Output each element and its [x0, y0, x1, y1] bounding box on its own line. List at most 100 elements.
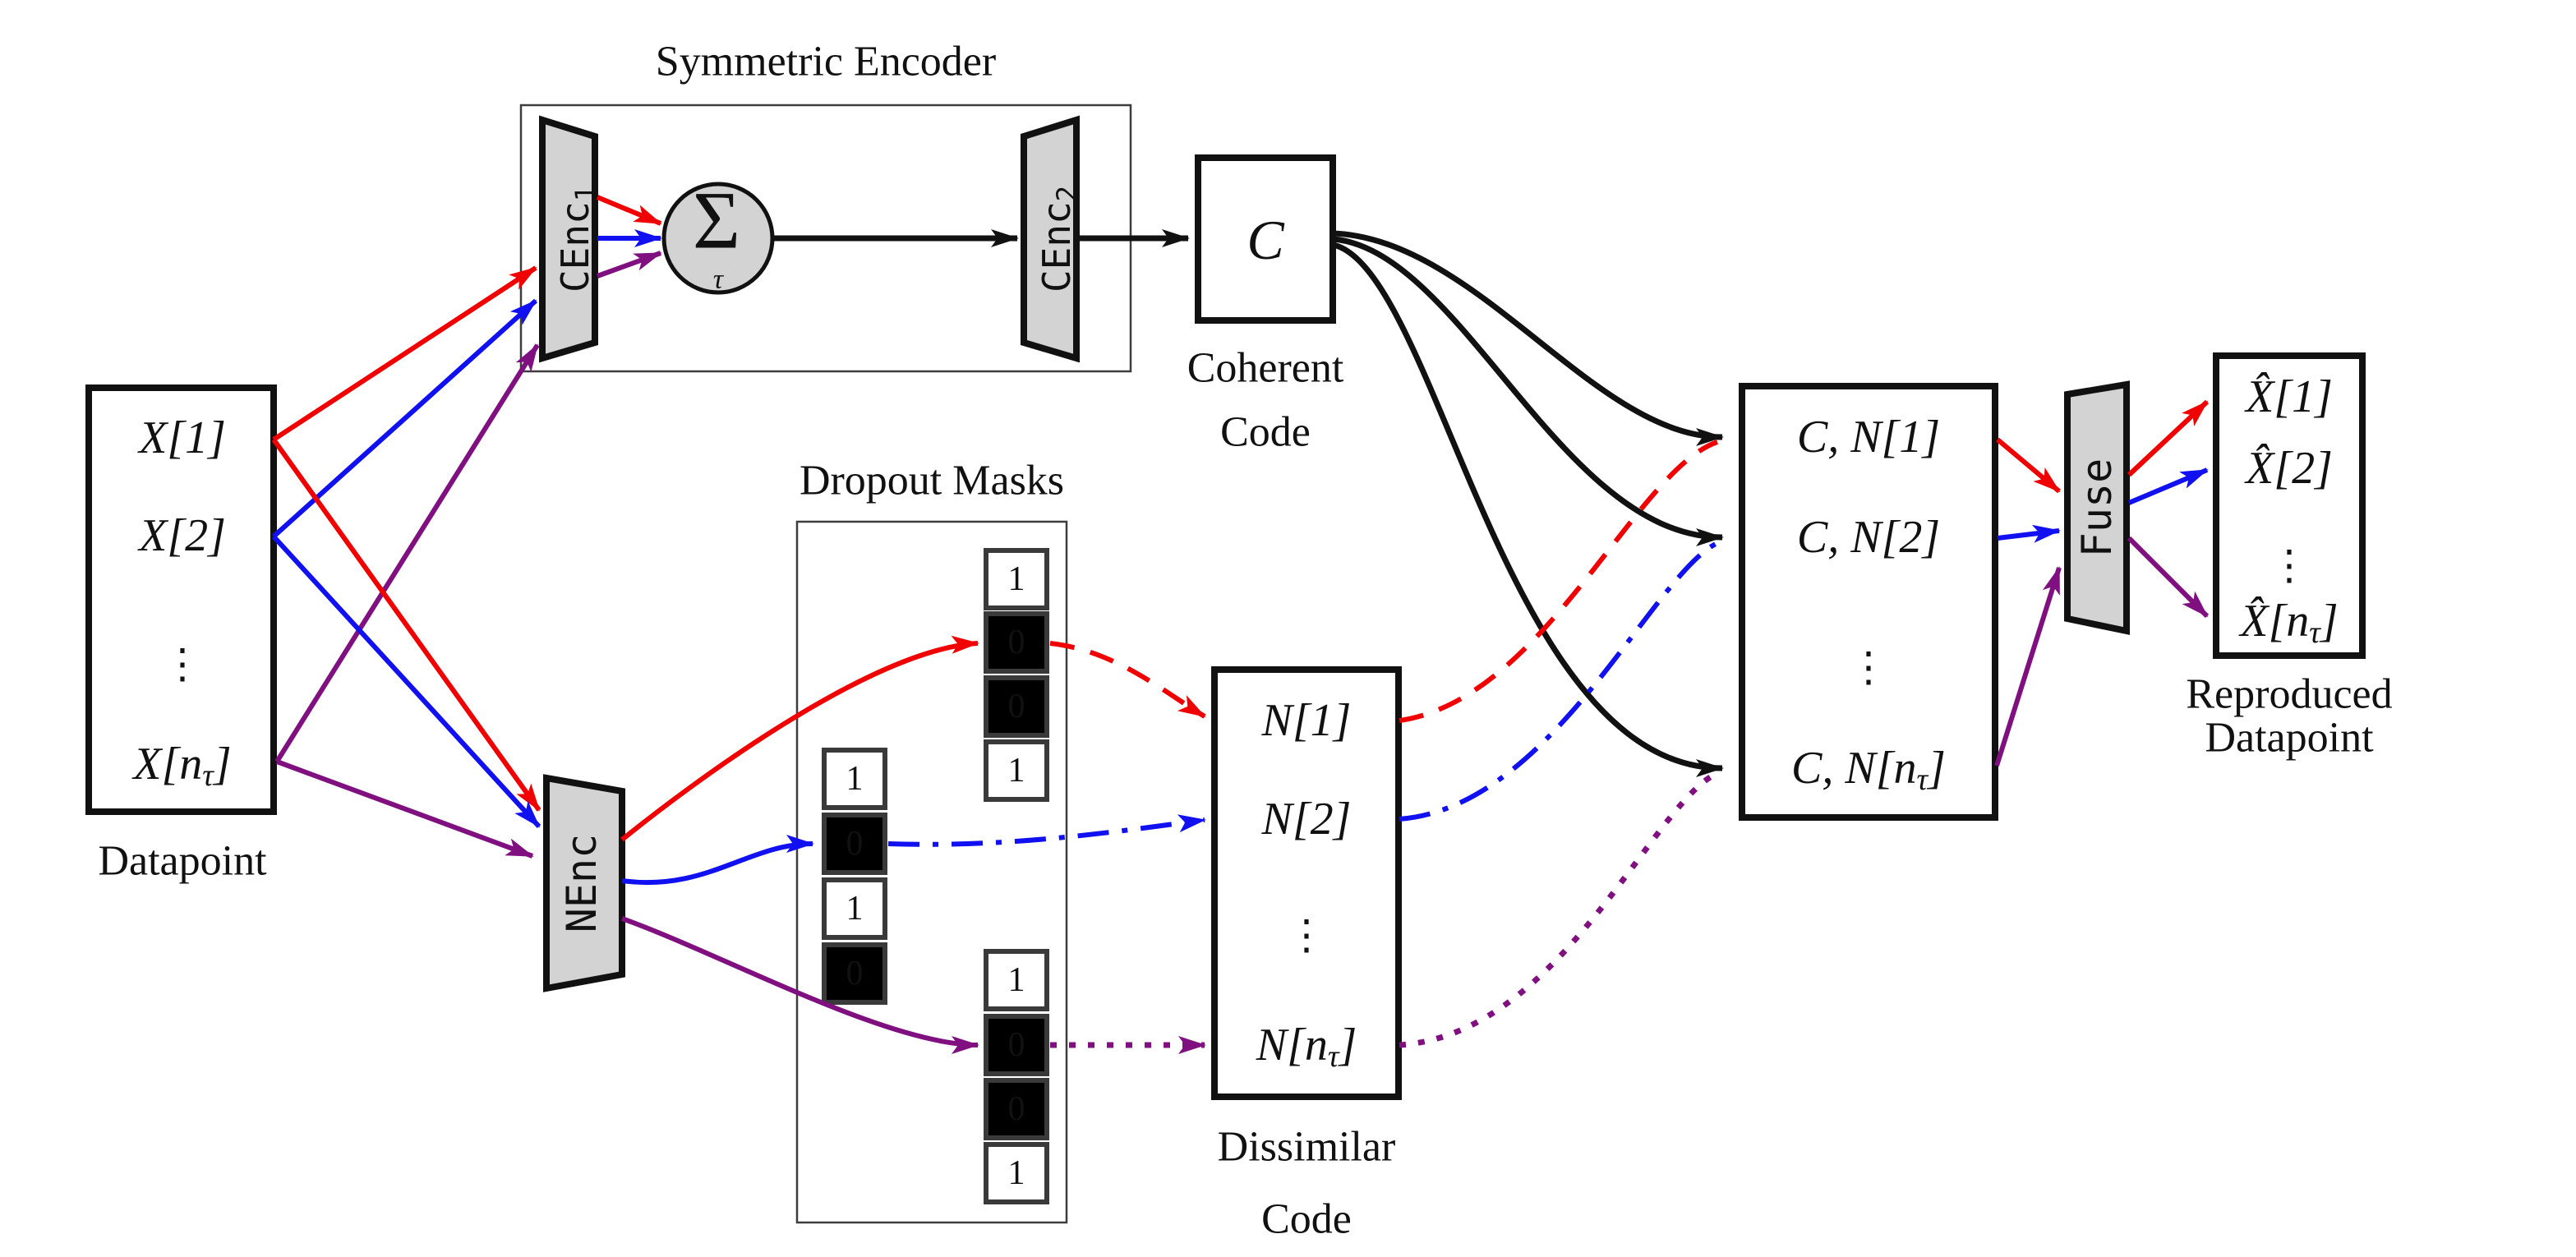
mask-cell-value: 0 [1008, 624, 1025, 661]
reproduced-caption-line1: Reproduced [2186, 671, 2392, 718]
coherent-code-box [1195, 154, 1336, 324]
fuse-label: Fuse [2073, 458, 2121, 557]
reproduced-rows: X̂[1] X̂[2] ⋮ X̂[nτ] [2238, 371, 2338, 650]
mask-cell [984, 739, 1049, 802]
reproduced-caption-line2: Datapoint [2205, 715, 2374, 762]
datapoint-box [85, 384, 277, 815]
arrow-xn-to-cenc1 [274, 343, 540, 763]
coherent-caption-line1: Coherent [1187, 345, 1344, 392]
combined-row: C, N[2] [1797, 512, 1940, 563]
mask-cell [984, 1142, 1049, 1204]
mask-cell [984, 611, 1049, 674]
mask-cell-value: 0 [1008, 1090, 1025, 1128]
reproduced-vdots: ⋮ [2269, 542, 2310, 588]
sum-sigma: Σ [693, 175, 740, 266]
reproduced-row: X̂[2] [2244, 443, 2333, 494]
mask-cell [984, 949, 1049, 1011]
nenc-trapezoid [543, 774, 625, 992]
curve-nenc-to-mask1 [620, 635, 979, 842]
reproduced-row: X̂[nτ] [2238, 596, 2338, 650]
mask-cell [822, 813, 887, 875]
arrow-x1-to-nenc [271, 438, 541, 812]
dissimilar-caption-line2: Code [1261, 1196, 1352, 1243]
mask-cell [984, 1078, 1049, 1140]
dropout-masks-box [795, 520, 1068, 1224]
dissimilar-row: N[1] [1261, 695, 1352, 746]
datapoint-row: X[1] [137, 412, 226, 463]
mask-cell [984, 675, 1049, 738]
arrow-row2-to-fuse [1997, 524, 2061, 543]
cenc1-trapezoid [539, 115, 598, 363]
combined-row: C, N[nτ] [1791, 743, 1946, 797]
mask-cell-value: 0 [846, 825, 864, 863]
combined-row: C, N[1] [1797, 412, 1940, 463]
sum-tau-subscript: τ [713, 265, 725, 295]
dotted-nn-to-combined [1399, 770, 1719, 1048]
mask-cell-value: 1 [1008, 752, 1025, 790]
cenc2-trapezoid [1021, 115, 1080, 363]
coherent-code-symbol: C [1247, 209, 1284, 271]
symmetric-encoder-title: Symmetric Encoder [656, 39, 996, 85]
cenc1-label: CEnc1 [553, 186, 601, 292]
reproduced-datapoint-box [2213, 352, 2366, 659]
mask-cell-value: 1 [1008, 1154, 1025, 1192]
mask-cell [822, 942, 887, 1005]
mask-column-3: 1 0 0 1 [984, 949, 1049, 1204]
arrow-xn-to-nenc [275, 759, 534, 859]
reproduced-row: X̂[1] [2244, 371, 2333, 422]
arrow-cenc1-to-sum-purple [596, 251, 662, 279]
combined-rows: C, N[1] C, N[2] ⋮ C, N[nτ] [1791, 412, 1946, 797]
coherent-caption-line2: Code [1220, 409, 1311, 456]
dashdot-n2-to-combined [1399, 541, 1719, 822]
mask-column-1: 1 0 0 1 [984, 548, 1049, 802]
arrow-rown-to-fuse [1994, 566, 2062, 767]
arrow-row1-to-fuse [1996, 437, 2061, 494]
datapoint-row: X[nτ] [131, 739, 231, 793]
dissimilar-row: N[nτ] [1256, 1020, 1357, 1074]
arrow-fuse-to-xhat1 [2127, 399, 2210, 477]
datapoint-row: X[2] [137, 510, 226, 561]
datapoint-caption: Datapoint [98, 838, 267, 885]
dissimilar-row: N[2] [1261, 794, 1352, 845]
combined-vdots: ⋮ [1848, 644, 1889, 690]
dashed-mask-to-n1 [1049, 641, 1206, 719]
mask-cell-value: 0 [1008, 688, 1025, 725]
mask-cell [984, 1014, 1049, 1076]
mask-cell-value: 1 [846, 890, 864, 928]
dissimilar-vdots: ⋮ [1286, 912, 1327, 958]
mask-cell [984, 548, 1049, 610]
fuse-trapezoid [2064, 380, 2130, 635]
mask-cell-value: 1 [846, 760, 864, 798]
mask-cell [822, 877, 887, 940]
datapoint-rows: X[1] X[2] ⋮ X[nτ] [131, 412, 231, 793]
cenc2-label: CEnc2 [1035, 186, 1082, 292]
mask-cell [822, 748, 887, 810]
combined-codes-box [1739, 383, 1998, 821]
arrow-cenc1-to-sum-red [596, 195, 662, 226]
mask-column-2: 1 0 1 0 [822, 748, 887, 1005]
mask-cell-value: 0 [1008, 1026, 1025, 1064]
dissimilar-code-box [1211, 666, 1402, 1100]
datapoint-vdots: ⋮ [162, 641, 203, 687]
dropout-masks-title: Dropout Masks [800, 458, 1064, 504]
mask-cell-value: 1 [1008, 560, 1025, 598]
arrow-x1-to-cenc1 [272, 265, 537, 442]
dissimilar-rows: N[1] N[2] ⋮ N[nτ] [1256, 695, 1357, 1074]
arrow-x2-to-nenc [271, 534, 541, 829]
sum-circle [661, 182, 775, 295]
curve-c-to-row2 [1333, 236, 1724, 546]
dissimilar-caption-line1: Dissimilar [1218, 1124, 1396, 1171]
arrow-fuse-to-xhatn [2127, 536, 2210, 619]
mask-cell-value: 0 [846, 955, 864, 992]
nenc-label: NEnc [558, 834, 606, 932]
dashed-n1-to-combined [1399, 440, 1718, 723]
arrow-fuse-to-xhat2 [2127, 467, 2209, 505]
curve-c-to-row1 [1333, 230, 1724, 446]
arrow-x2-to-cenc1 [271, 298, 538, 539]
dashdot-mask-to-n2 [887, 814, 1206, 847]
curve-nenc-to-mask2 [621, 835, 814, 886]
curve-nenc-to-mask3 [620, 916, 979, 1054]
curve-c-to-rown [1333, 242, 1724, 777]
